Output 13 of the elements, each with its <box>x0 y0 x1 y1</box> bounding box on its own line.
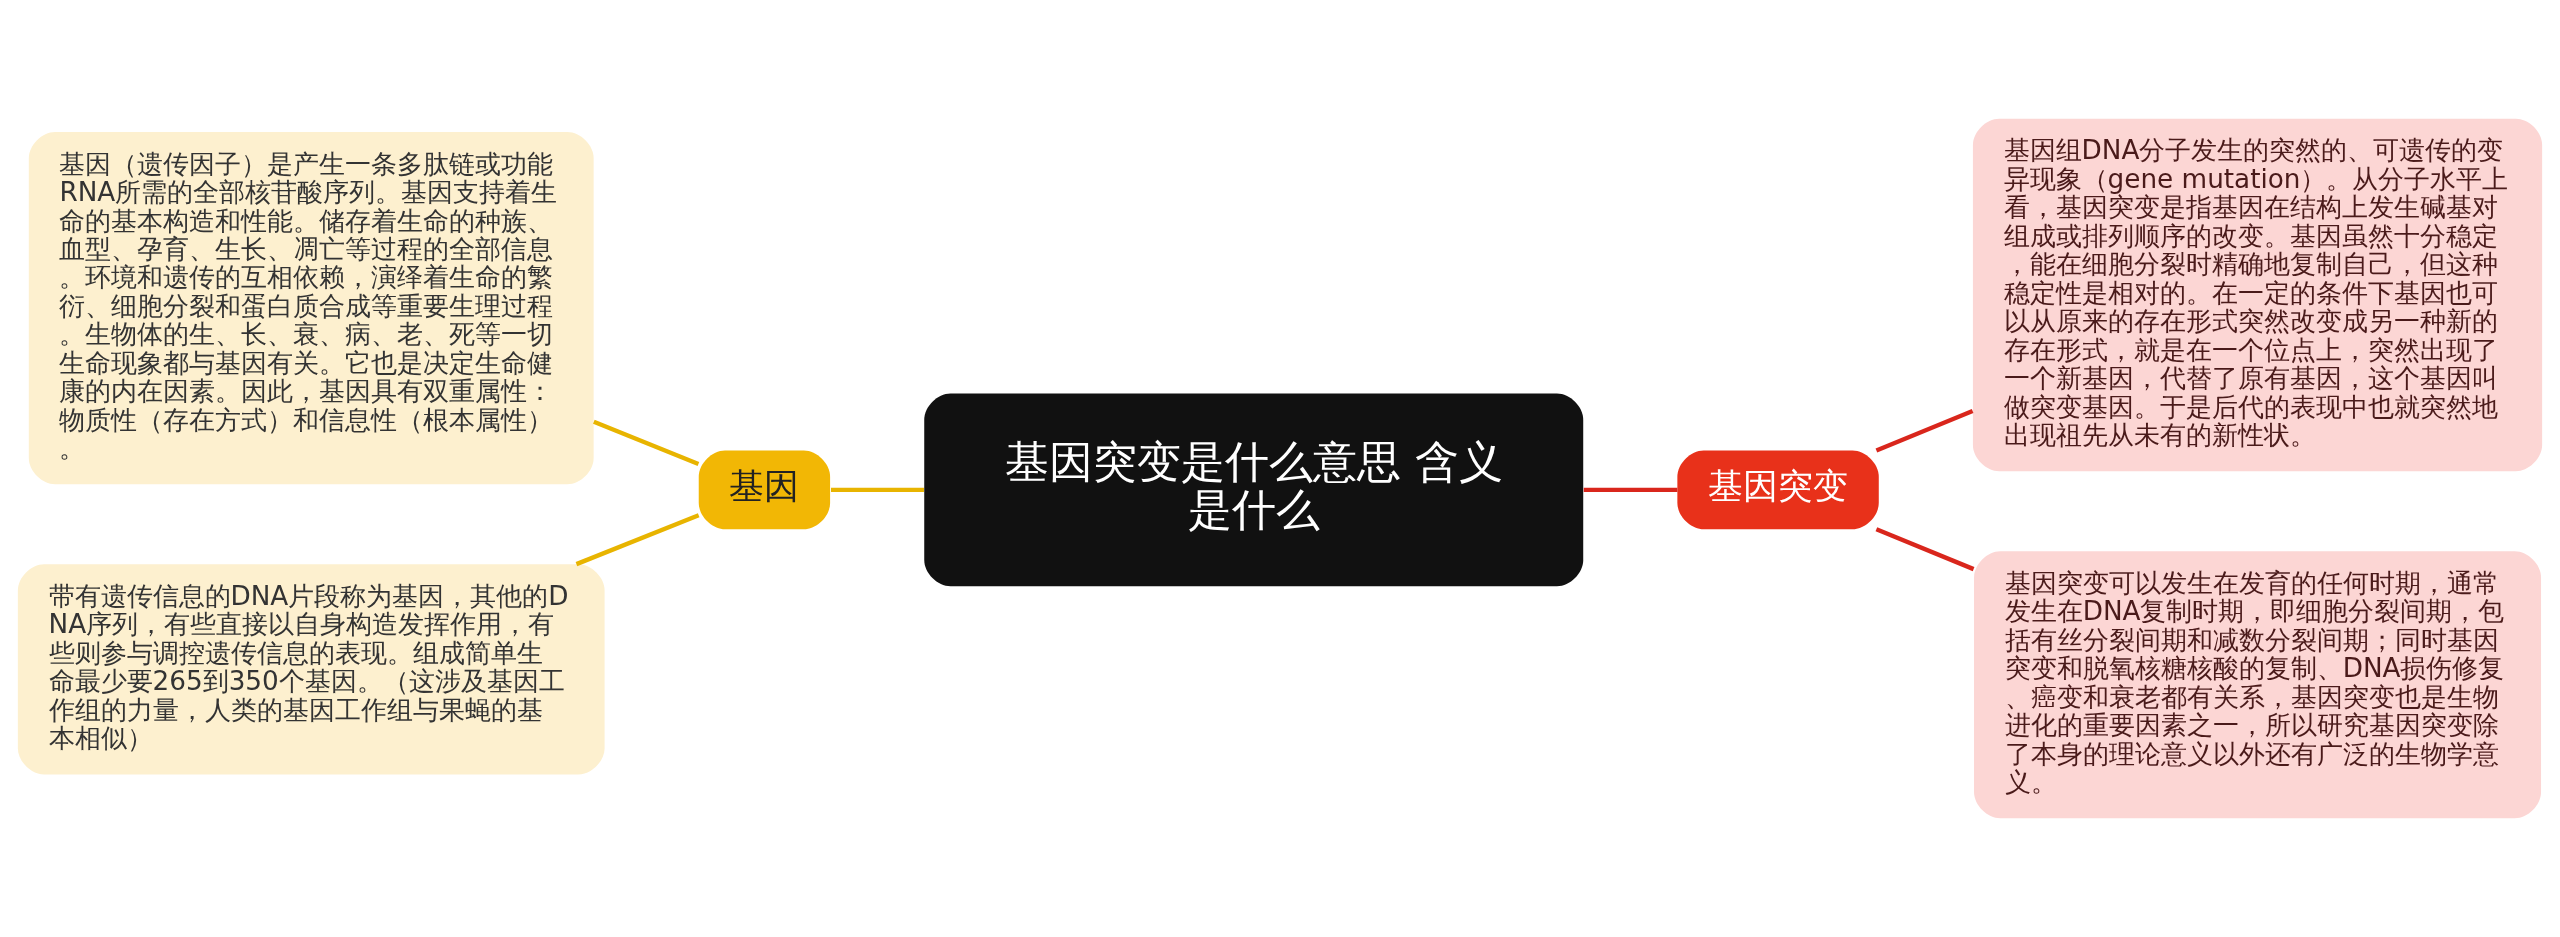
connector <box>1875 408 1974 453</box>
connector <box>831 487 924 493</box>
node-box: 基因 <box>698 450 831 530</box>
node-box: 基因组DNA分子发生的突然的、可遗传的变异现象（gene mutation）。从分子水平上看，基因突变是指基因在结构上发生碱基对组成或排列顺序的改变。基因虽然十分稳定，能在细胞分裂时精确地复制自己，但这种稳定性是相对的。在一定的条件下基因也可以从原来的存在形式突然改变成另一种新的存在形式，就是在一个位点上，突然出现了一个新基因，代替了原有基因，这个基因叫做突变基因。于是后代的表现中也就突然地出现祖先从未有的新性状。 <box>1972 118 2543 472</box>
node-box: 基因突变是什么意思 含义是什么 <box>924 393 1584 587</box>
connector <box>1875 527 1975 572</box>
node-box: 基因（遗传因子）是产生一条多肽链或功能RNA所需的全部核苷酸序列。基因支持着生命的基本构造和性能。储存着生命的种族、血型、孕育、生长、凋亡等过程的全部信息。环境和遗传的互相依赖，演绎着生命的繁衍、细胞分裂和蛋白质合成等重要生理过程。生物体的生、长、衰、病、老、死等一切生命现象都与基因有关。它也是决定生命健康的内在因素。因此，基因具有双重属性：物质性（存在方式）和信息性（根本属性）。 <box>28 131 594 485</box>
connector <box>575 513 700 567</box>
node-box: 带有遗传信息的DNA片段称为基因，其他的DNA序列，有些直接以自身构造发挥作用，有些则参与调控遗传信息的表现。组成简单生命最少要265到350个基因。（这涉及基因工作组的力量，人类的基因工作组与果蝇的基本相似） <box>17 564 605 775</box>
connector <box>593 419 700 467</box>
connector <box>1583 487 1678 493</box>
node-box: 基因突变 <box>1677 450 1879 530</box>
node-box: 基因突变可以发生在发育的任何时期，通常发生在DNA复制时期，即细胞分裂间期，包括有丝分裂间期和减数分裂间期；同时基因突变和脱氧核糖核酸的复制、DNA损伤修复、癌变和衰老都有关系，基因突变也是生物进化的重要因素之一，所以研究基因突变除了本身的理论意义以外还有广泛的生物学意义。 <box>1974 551 2542 819</box>
